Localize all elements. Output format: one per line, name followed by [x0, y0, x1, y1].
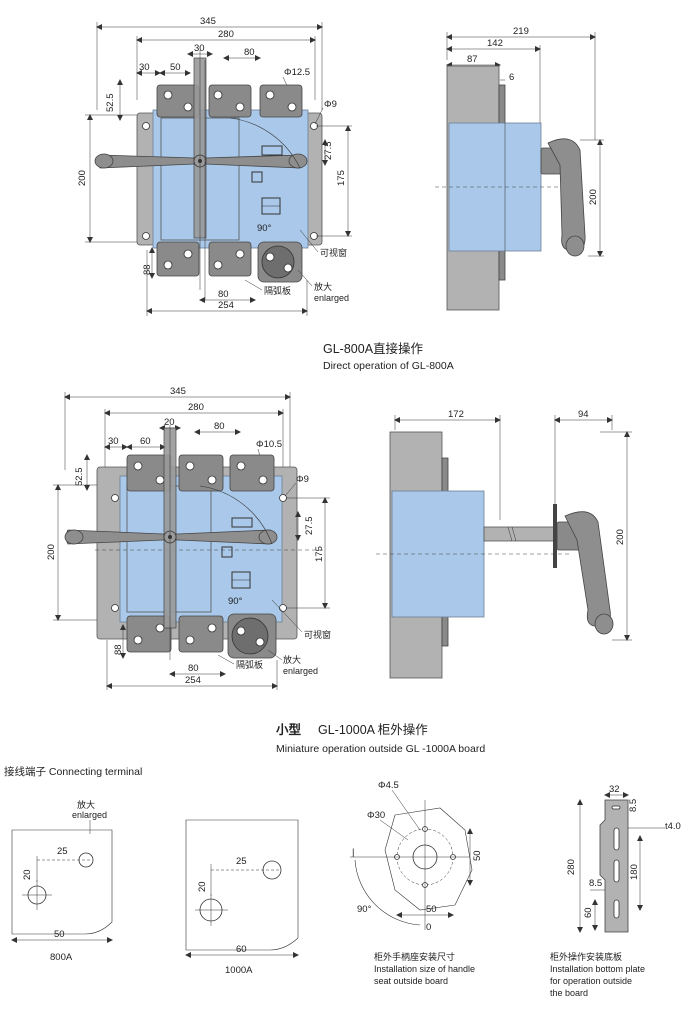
top-front-view: 345 280 30 80 30 50 Φ12.5 52.5 200 — [77, 16, 352, 316]
mid-dim-30: 30 — [108, 436, 119, 447]
side-dim-6: 6 — [509, 72, 514, 83]
terminal-title: 接线端子 Connecting terminal — [4, 765, 142, 778]
angle-90: 90° — [257, 223, 272, 234]
plate-dim-60: 60 — [583, 907, 594, 918]
extension-shaft — [483, 526, 565, 542]
plate-caption-en3: the board — [550, 988, 588, 998]
plate-dim-8-5-top: 8.5 — [628, 799, 639, 812]
dim-30-handle: 30 — [194, 43, 205, 54]
plate-dim-280: 280 — [566, 859, 577, 875]
seat-caption-zh: 柜外手柄座安装尺寸 — [374, 951, 455, 962]
mid-dim-80-bottom: 80 — [188, 663, 199, 674]
mid-dim-254: 254 — [185, 675, 201, 686]
mid-angle-90: 90° — [228, 596, 243, 607]
side2-handle — [564, 511, 611, 627]
side-dim-219: 219 — [513, 26, 529, 37]
dim-280: 280 — [218, 29, 234, 40]
seat-dim-50-vertical: 50 — [472, 850, 483, 861]
plate-caption-zh: 柜外操作安装底板 — [550, 951, 622, 962]
dim-88: 88 — [142, 264, 153, 275]
handle-seat-install: Φ4.5 Φ30 | 90° 50 50 0 柜外手柄座安装尺寸 Install… — [350, 780, 483, 986]
dim-52-5: 52.5 — [105, 94, 116, 113]
dim-80: 80 — [244, 47, 255, 58]
t800-dim-25: 25 — [57, 846, 68, 857]
top-side-view: 219 142 87 6 200 — [435, 26, 604, 311]
t1000-dim-20: 20 — [197, 881, 208, 892]
seat-dim-phi30: Φ30 — [367, 810, 385, 821]
plate-dim-32: 32 — [609, 784, 620, 795]
mid-label-enlarged-en: enlarged — [283, 666, 318, 676]
label-enlarged-en: enlarged — [314, 293, 349, 303]
mid-dim-175: 175 — [314, 546, 325, 562]
label-viewing-window: 可视窗 — [320, 247, 347, 258]
plate-caption-en2: for operation outside — [550, 976, 632, 986]
mid-dim-phi10-5: Φ10.5 — [256, 439, 282, 450]
mid-dim-60: 60 — [140, 436, 151, 447]
t1000-dim-25: 25 — [236, 856, 247, 867]
side2-dim-172: 172 — [448, 409, 464, 420]
caption-top-zh: GL-800A直接操作 — [323, 341, 424, 356]
mid-dim-52-5: 52.5 — [74, 468, 85, 487]
mid-dim-20: 20 — [164, 417, 175, 428]
dim-30: 30 — [139, 62, 150, 73]
t800-dim-50: 50 — [54, 929, 65, 940]
label-enlarged-zh: 放大 — [314, 281, 332, 292]
plate-dim-8-5-side: 8.5 — [589, 878, 602, 889]
dim-254: 254 — [218, 300, 234, 311]
dim-345: 345 — [200, 16, 216, 27]
mid-dim-200: 200 — [46, 544, 57, 560]
t800-enlarged-en: enlarged — [72, 810, 107, 820]
mid-dim-27-5: 27.5 — [304, 517, 315, 536]
bottom-plate-install: 32 8.5 t4.0 280 180 8.5 60 柜外操作安装底板 Inst… — [550, 784, 681, 998]
label-arc-plate: 隔弧板 — [264, 285, 291, 296]
t1000-dim-60: 60 — [236, 944, 247, 955]
mid-dim-80: 80 — [214, 421, 225, 432]
t800-label: 800A — [50, 952, 73, 963]
plate-caption-en1: Installation bottom plate — [550, 964, 645, 974]
seat-dim-50-horizontal: 50 — [426, 904, 437, 915]
seat-tick-mark: | — [352, 847, 354, 858]
seat-angle-90: 90° — [357, 904, 372, 915]
plate-dim-t4: t4.0 — [665, 821, 681, 832]
dim-80-bottom: 80 — [218, 289, 229, 300]
t1000-label: 1000A — [225, 965, 253, 976]
mid-label-arc-plate: 隔弧板 — [236, 659, 263, 670]
side2-dim-94: 94 — [578, 409, 589, 420]
mid-label-viewing-window: 可视窗 — [304, 629, 331, 640]
side-dim-142: 142 — [487, 38, 503, 49]
caption-mid-zh: GL-1000A 柜外操作 — [318, 722, 428, 737]
side2-dim-200: 200 — [615, 529, 626, 545]
middle-side-view: 172 94 200 — [376, 409, 632, 679]
mid-dim-phi9: Φ9 — [296, 474, 309, 485]
mid-label-enlarged-zh: 放大 — [283, 654, 301, 665]
mid-breaker-body — [119, 475, 283, 623]
dim-50: 50 — [170, 62, 181, 73]
seat-caption-en1: Installation size of handle — [374, 964, 475, 974]
dim-27-5: 27.5 — [323, 142, 334, 161]
caption-mid-prefix: 小型 — [275, 722, 302, 737]
t800-enlarged-zh: 放大 — [77, 799, 95, 810]
side-dim-87: 87 — [467, 54, 478, 65]
terminal-1000a: 25 20 60 1000A — [185, 819, 299, 976]
seat-caption-en2: seat outside board — [374, 976, 448, 986]
mid-dim-345: 345 — [170, 386, 186, 397]
dim-phi9: Φ9 — [324, 99, 337, 110]
dim-175: 175 — [336, 170, 347, 186]
caption-top-en: Direct operation of GL-800A — [323, 360, 454, 372]
terminal-800a: 放大 enlarged 25 20 50 800A — [11, 799, 113, 963]
plate-dim-180: 180 — [629, 864, 640, 880]
caption-mid-en: Miniature operation outside GL -1000A bo… — [276, 743, 485, 755]
t800-dim-20: 20 — [22, 869, 33, 880]
mid-dim-280: 280 — [188, 402, 204, 413]
middle-front-view: 345 280 20 80 30 60 Φ10.5 52.5 200 — [46, 386, 331, 690]
dim-phi12-5: Φ12.5 — [284, 67, 310, 78]
dim-200: 200 — [77, 170, 88, 186]
breaker-body — [152, 109, 309, 249]
mid-dim-88: 88 — [113, 644, 124, 655]
seat-zero: 0 — [426, 922, 431, 933]
side-dim-200: 200 — [588, 189, 599, 205]
seat-dim-phi4-5: Φ4.5 — [378, 780, 399, 791]
